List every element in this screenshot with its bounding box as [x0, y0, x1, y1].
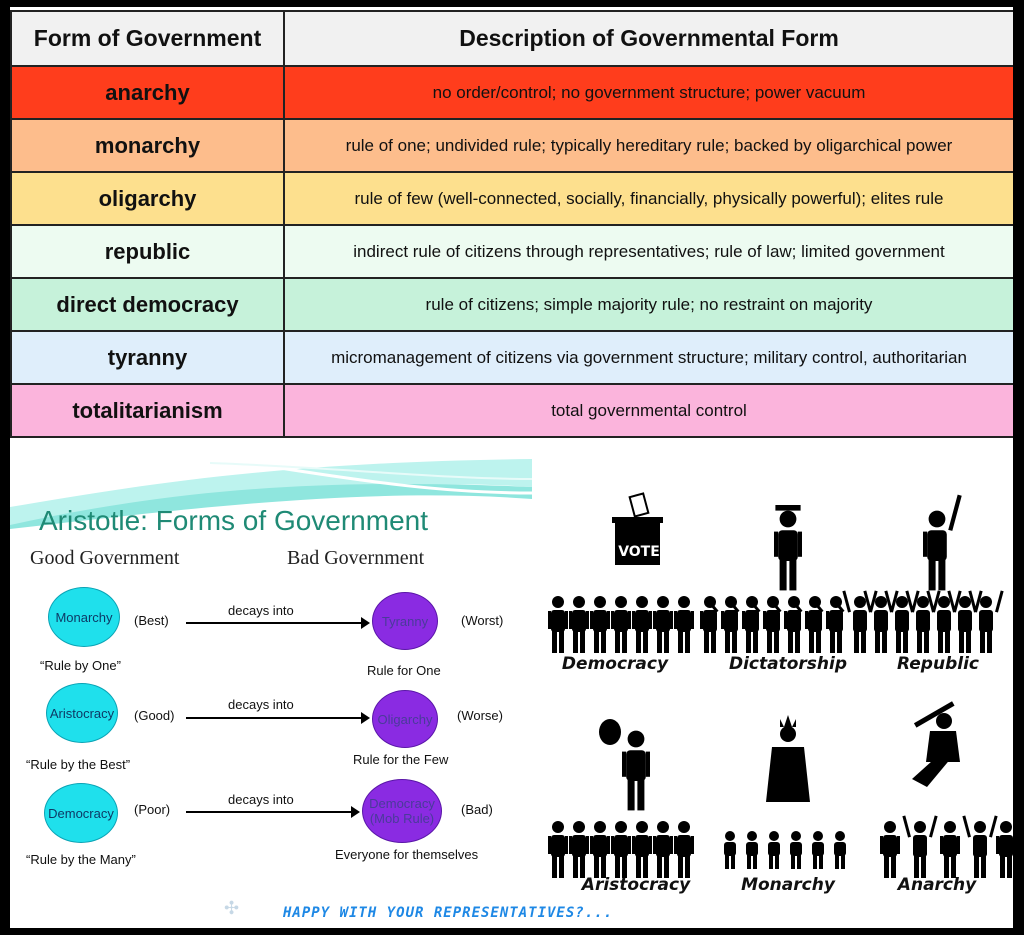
good-rank-label: (Poor): [134, 802, 171, 817]
table-row: anarchy no order/control; no government …: [10, 65, 1013, 120]
table-row: totalitarianism total governmental contr…: [10, 383, 1013, 438]
bad-caption: Rule for the Few: [353, 752, 449, 767]
bad-rank-label: (Worse): [457, 708, 503, 723]
table-row: republic indirect rule of citizens throu…: [10, 224, 1013, 279]
table-row: oligarchy rule of few (well-connected, s…: [10, 171, 1013, 226]
decay-arrow: [186, 712, 370, 724]
footer-question: HAPPY WITH YOUR REPRESENTATIVES?...: [283, 905, 614, 921]
democracy-crowd: [548, 596, 694, 653]
vote-label: VOTE: [618, 544, 660, 560]
good-caption: “Rule by One”: [40, 658, 121, 673]
decay-arrow: [186, 806, 360, 818]
bad-caption: Everyone for themselves: [335, 847, 479, 862]
ballot-box: [615, 520, 660, 565]
form-cell: direct democracy: [10, 277, 285, 332]
column-header-description: Description of Governmental Form: [283, 10, 1013, 67]
aristotle-title: Aristotle: Forms of Government: [39, 505, 429, 536]
republic-crowd: [842, 590, 1004, 653]
monarchy-label: Monarchy: [741, 875, 835, 895]
description-cell: rule of one; undivided rule; typically h…: [283, 118, 1013, 173]
description-cell: micromanagement of citizens via governme…: [283, 330, 1013, 385]
table-header-row: Form of Government Description of Govern…: [10, 10, 1013, 67]
aristocracy-crowd: [548, 821, 694, 878]
bad-caption: Rule for One: [367, 663, 441, 678]
good-rank-label: (Best): [134, 613, 169, 628]
decays-into-label: decays into: [228, 792, 294, 807]
anarchy-label: Anarchy: [897, 875, 977, 895]
column-header-form: Form of Government: [10, 10, 285, 67]
infographic-frame: Form of Government Description of Govern…: [10, 7, 1013, 928]
bad-government-heading: Bad Government: [287, 547, 425, 569]
form-cell: monarchy: [10, 118, 285, 173]
monarch-figure: [766, 715, 810, 802]
table-row: direct democracy rule of citizens; simpl…: [10, 277, 1013, 332]
bad-rank-label: (Worst): [461, 613, 504, 628]
money-bag-icon: [599, 719, 621, 745]
republic-label: Republic: [897, 654, 979, 674]
decays-into-label: decays into: [228, 603, 294, 618]
monarchy-crowd: [724, 831, 846, 869]
mob-rule-circle: Democracy (Mob Rule): [362, 779, 442, 843]
tyranny-circle: Tyranny: [372, 592, 438, 650]
decay-arrow: [186, 617, 370, 629]
democracy-label: Democracy: [561, 654, 669, 674]
aristotle-diagram: Aristotle: Forms of Government Good Gove…: [10, 457, 532, 928]
table-row: monarchy rule of one; undivided rule; ty…: [10, 118, 1013, 173]
wave-banner: [10, 459, 532, 529]
form-cell: totalitarianism: [10, 383, 285, 438]
good-rank-label: (Good): [134, 708, 175, 723]
form-cell: anarchy: [10, 65, 285, 120]
pictogram-panel: VOTE Democracy Dictatorship Republic Ari…: [532, 457, 1013, 928]
representative-figure: [923, 494, 962, 591]
aristocracy-circle: Aristocracy: [46, 683, 118, 743]
monarchy-circle: Monarchy: [48, 587, 120, 647]
form-cell: tyranny: [10, 330, 285, 385]
dictatorship-label: Dictatorship: [728, 654, 848, 674]
description-cell: total governmental control: [283, 383, 1013, 438]
description-cell: rule of few (well-connected, socially, f…: [283, 171, 1013, 226]
good-caption: “Rule by the Best”: [26, 757, 131, 772]
rifle-icon: [913, 701, 955, 728]
dictator-figure: [774, 505, 802, 591]
rebel-figure: [912, 701, 960, 787]
anarchy-crowd: [880, 815, 1013, 878]
description-cell: rule of citizens; simple majority rule; …: [283, 277, 1013, 332]
dictatorship-crowd: [700, 596, 845, 653]
crown-icon: [780, 715, 796, 727]
watermark-icon: ✣: [224, 898, 240, 918]
form-cell: republic: [10, 224, 285, 279]
good-government-heading: Good Government: [30, 547, 180, 569]
pictogram-drawings: VOTE: [548, 492, 1013, 878]
description-cell: indirect rule of citizens through repres…: [283, 224, 1013, 279]
democracy-circle: Democracy: [44, 783, 118, 843]
oligarchy-circle: Oligarchy: [372, 690, 438, 748]
aristocrat-figure: [622, 730, 650, 811]
description-cell: no order/control; no government structur…: [283, 65, 1013, 120]
decays-into-label: decays into: [228, 697, 294, 712]
good-caption: “Rule by the Many”: [26, 852, 136, 867]
form-cell: oligarchy: [10, 171, 285, 226]
aristocracy-label: Aristocracy: [581, 875, 691, 895]
government-forms-table: Form of Government Description of Govern…: [10, 10, 1013, 438]
bad-rank-label: (Bad): [461, 802, 493, 817]
table-row: tyranny micromanagement of citizens via …: [10, 330, 1013, 385]
